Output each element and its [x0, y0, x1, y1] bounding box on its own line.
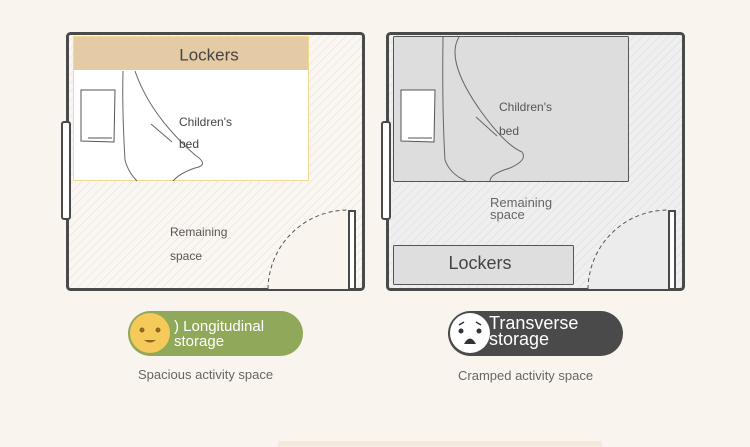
bed-label-line1: Children's: [499, 100, 552, 114]
right-caption: Cramped activity space: [458, 368, 594, 383]
lockers-label: Lockers: [179, 45, 239, 64]
transverse-storage-badge: Transverse storage: [448, 311, 623, 356]
door-arc: [267, 209, 349, 290]
left-room-plan: Lockers Children's bed Remaining space: [61, 32, 365, 291]
bottom-bar: [278, 441, 602, 447]
remaining-label-line1: Remaining: [170, 225, 227, 239]
badge-line1: Transverse: [489, 313, 579, 333]
bed-label-line2: bed: [499, 124, 519, 138]
remaining-label-line2: space: [170, 249, 202, 263]
right-room-plan: Children's bed Remaining space Lockers: [381, 32, 685, 291]
badge-line2: storage: [174, 333, 225, 350]
window: [61, 121, 71, 220]
bed-label-line1: Children's: [179, 115, 232, 129]
left-caption: Spacious activity space: [138, 367, 274, 382]
longitudinal-storage-badge: ) Longitudinal storage: [128, 311, 303, 356]
remaining-label-line1: Remaining: [490, 195, 552, 210]
door: [348, 210, 356, 290]
badge-line2: storage: [489, 329, 550, 349]
bed-label-line2: bed: [179, 137, 199, 151]
door-arc: [587, 209, 669, 290]
window: [381, 121, 391, 220]
pillow-icon: [80, 89, 116, 143]
pillow-icon: [400, 89, 436, 143]
lockers-box: [393, 245, 574, 285]
door-swing-area: [268, 209, 348, 289]
blanket-fold: [122, 70, 138, 182]
scared-face-icon: [450, 313, 490, 353]
lockers-box: [74, 37, 308, 70]
lockers-label: Lockers: [448, 253, 511, 273]
childrens-bed: [393, 36, 629, 182]
door: [668, 210, 676, 290]
remaining-label-line2: space: [490, 207, 525, 222]
badge-line1: ) Longitudinal: [174, 318, 265, 335]
smiley-face-icon: [130, 313, 170, 353]
